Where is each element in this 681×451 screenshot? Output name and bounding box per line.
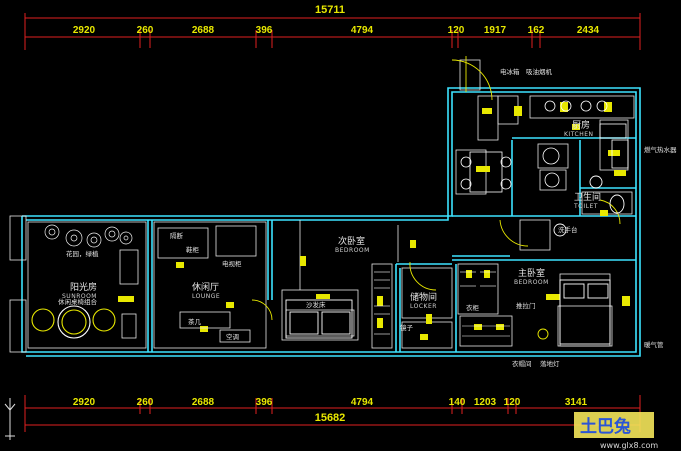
- bottom-dim-1: 2920: [73, 397, 96, 408]
- label-floor-lamp: 落地灯: [540, 359, 560, 368]
- bottom-total-dimension: 15682: [315, 412, 346, 424]
- locker-name-en: LOCKER: [410, 303, 437, 310]
- bottom-dim-8: 120: [504, 397, 521, 408]
- top-dim-8: 162: [528, 25, 545, 36]
- watermark-badge: [574, 412, 654, 438]
- wardrobe-hangers: [374, 271, 510, 337]
- toilet-fixtures: [553, 175, 625, 237]
- bottom-dim-7: 1203: [474, 397, 497, 408]
- label-wash: 洗手台: [558, 225, 578, 234]
- plant-group: [44, 224, 133, 248]
- master-bedroom-name-en: BEDROOM: [514, 279, 549, 286]
- top-total-dimension: 15711: [315, 4, 345, 16]
- watermark-brand: 土巴兔: [580, 416, 631, 437]
- watermark: 土巴兔 www.glx8.com: [574, 412, 658, 450]
- sunroom-name-en: SUNROOM: [62, 293, 97, 300]
- label-sofa: 沙发床: [306, 300, 326, 309]
- toilet-name: 卫生间: [574, 191, 601, 203]
- lounge-tea-table: [179, 311, 231, 329]
- toilet-name-en: TOILET: [573, 203, 598, 210]
- floor-lamp: [537, 328, 549, 340]
- label-shoe-cabinet: 鞋柜: [186, 245, 200, 254]
- lounge-name-en: LOUNGE: [192, 293, 220, 300]
- bedroom2-name-en: BEDROOM: [335, 247, 370, 254]
- label-divider: 隔断: [170, 231, 184, 240]
- top-dim-5: 4794: [351, 25, 374, 36]
- kitchen-fixtures: [542, 100, 629, 188]
- label-pipe: 暖气管: [644, 340, 664, 349]
- label-range-hood: 吸油烟机: [526, 67, 553, 76]
- bottom-dim-6: 140: [449, 397, 466, 408]
- master-bed: [559, 279, 611, 345]
- label-tea-table: 茶几: [188, 317, 202, 326]
- bottom-dim-2: 260: [137, 397, 154, 408]
- label-tv-cabinet: 电视柜: [222, 259, 242, 268]
- bottom-dim-4: 396: [256, 397, 273, 408]
- sofa-bed: [285, 299, 353, 339]
- top-dim-4: 396: [256, 25, 273, 36]
- label-cabinet: 衣柜: [466, 303, 480, 312]
- bedroom2-name: 次卧室: [338, 235, 365, 247]
- sunroom-side-cabinet: [121, 313, 137, 339]
- sunroom-cabinet: [119, 249, 139, 285]
- outdoor-table-set: [31, 305, 116, 339]
- top-dim-1: 2920: [73, 25, 96, 36]
- label-flower: 花园，绿植: [66, 249, 99, 258]
- bottom-dim-5: 4794: [351, 397, 374, 408]
- top-dim-3: 2688: [192, 25, 215, 36]
- lounge-name: 休闲厅: [192, 281, 219, 293]
- sunroom-name: 阳光房: [70, 281, 97, 293]
- label-gas-heater: 燃气热水器: [644, 145, 677, 154]
- dining-table: [460, 151, 512, 193]
- label-sliding-door: 推拉门: [516, 301, 536, 310]
- label-fridge: 电冰箱: [500, 67, 520, 76]
- door-swings: [251, 56, 621, 321]
- bottom-dim-9: 3141: [565, 397, 588, 408]
- axis-marker: [4, 398, 16, 440]
- top-dim-9: 2434: [577, 25, 600, 36]
- bottom-dim-3: 2688: [192, 397, 215, 408]
- label-ac: 空调: [226, 332, 239, 341]
- watermark-url: www.glx8.com: [600, 441, 658, 450]
- annotation-ticks: [118, 102, 630, 340]
- label-wardrobe: 衣帽间: [512, 359, 532, 368]
- kitchen-name: 厨房: [572, 119, 590, 131]
- top-dim-6: 120: [448, 25, 465, 36]
- kitchen-name-en: KITCHEN: [564, 131, 594, 138]
- lounge-ac-unit: [219, 329, 251, 343]
- bottom-dimension-chain: [24, 395, 641, 432]
- top-dimension-chain: [24, 13, 641, 50]
- top-dim-7: 1917: [484, 25, 507, 36]
- top-dim-2: 260: [137, 25, 154, 36]
- locker-name: 储物间: [410, 291, 437, 303]
- label-shoe-cabinet-2: 镜子: [400, 323, 414, 332]
- master-bedroom-name: 主卧室: [518, 267, 545, 279]
- label-outdoor-seats: 休闲桌椅组合: [58, 297, 98, 306]
